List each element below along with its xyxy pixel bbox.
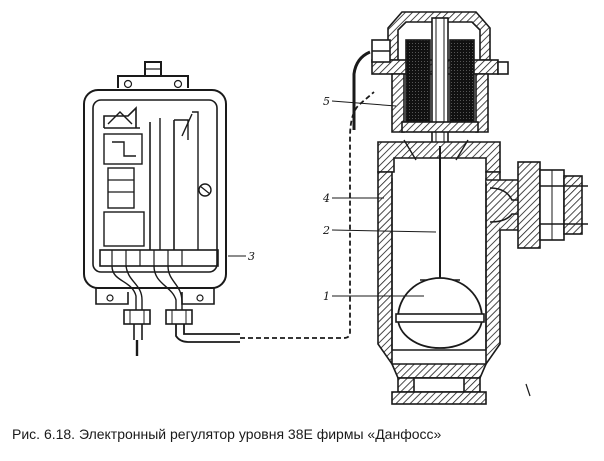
connecting-cable	[240, 91, 375, 339]
callout-1: 1	[323, 290, 330, 303]
figure-caption: Рис. 6.18. Электронный регулятор уровня …	[12, 426, 442, 442]
callout-4: 4	[322, 192, 330, 205]
technical-drawing: 1 2 3 4 5	[83, 11, 588, 405]
callout-5: 5	[323, 95, 330, 108]
callout-3: 3	[248, 250, 255, 263]
control-box	[83, 61, 240, 356]
callout-leaders	[228, 100, 437, 297]
callout-2: 2	[322, 224, 330, 237]
level-sensor	[371, 11, 588, 405]
